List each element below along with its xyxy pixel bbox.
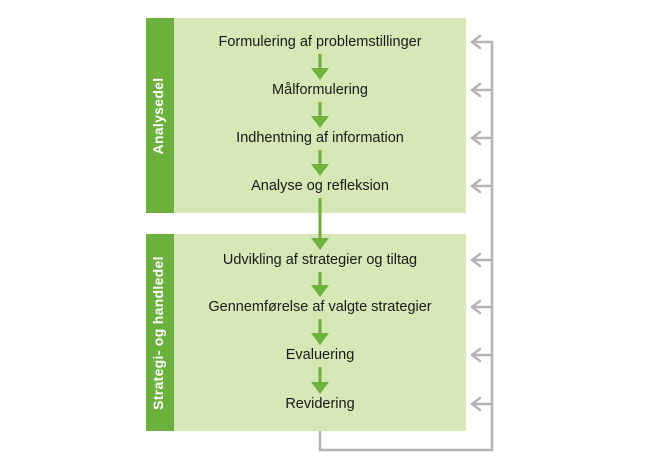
analysis-side-tab: [146, 18, 174, 213]
step-revision: Revidering: [285, 396, 355, 412]
feedback-arrowhead-1: [469, 82, 482, 98]
flow-arrow-3: [311, 150, 329, 176]
feedback-arrowhead-4: [469, 252, 482, 268]
feedback-arrowheads: [469, 34, 482, 412]
step-problem-formulation: Formulering af problemstillinger: [218, 34, 422, 50]
feedback-arrowhead-3: [469, 178, 482, 194]
strategy-side-tab: [146, 234, 174, 431]
analysis-panel: [146, 18, 466, 213]
flow-arrows: [311, 54, 329, 394]
step-strategy-implementation: Gennemførelse af valgte strategier: [208, 299, 432, 315]
feedback-arrowhead-0: [469, 34, 482, 50]
strategy-panel: [146, 234, 466, 431]
flow-arrow-6: [311, 319, 329, 345]
feedback-arrowhead-7: [469, 396, 482, 412]
step-evaluation: Evaluering: [285, 347, 355, 363]
feedback-loop: [318, 40, 494, 452]
flow-arrow-4: [311, 198, 329, 250]
feedback-arrowhead-5: [469, 299, 482, 315]
step-goal-formulation: Målformulering: [272, 82, 368, 98]
feedback-loop-line: [318, 40, 494, 452]
step-strategy-development: Udvikling af strategier og tiltag: [222, 252, 418, 268]
feedback-arrowhead-6: [469, 347, 482, 363]
flow-arrow-5: [311, 272, 329, 297]
step-analysis-reflection: Analyse og refleksion: [251, 178, 389, 194]
flow-arrow-7: [311, 367, 329, 394]
flow-arrow-2: [311, 102, 329, 128]
feedback-arrows: [474, 88, 492, 406]
flow-arrow-1: [311, 54, 329, 80]
feedback-arrowhead-2: [469, 130, 482, 146]
step-information-gathering: Indhentning af information: [236, 130, 404, 146]
